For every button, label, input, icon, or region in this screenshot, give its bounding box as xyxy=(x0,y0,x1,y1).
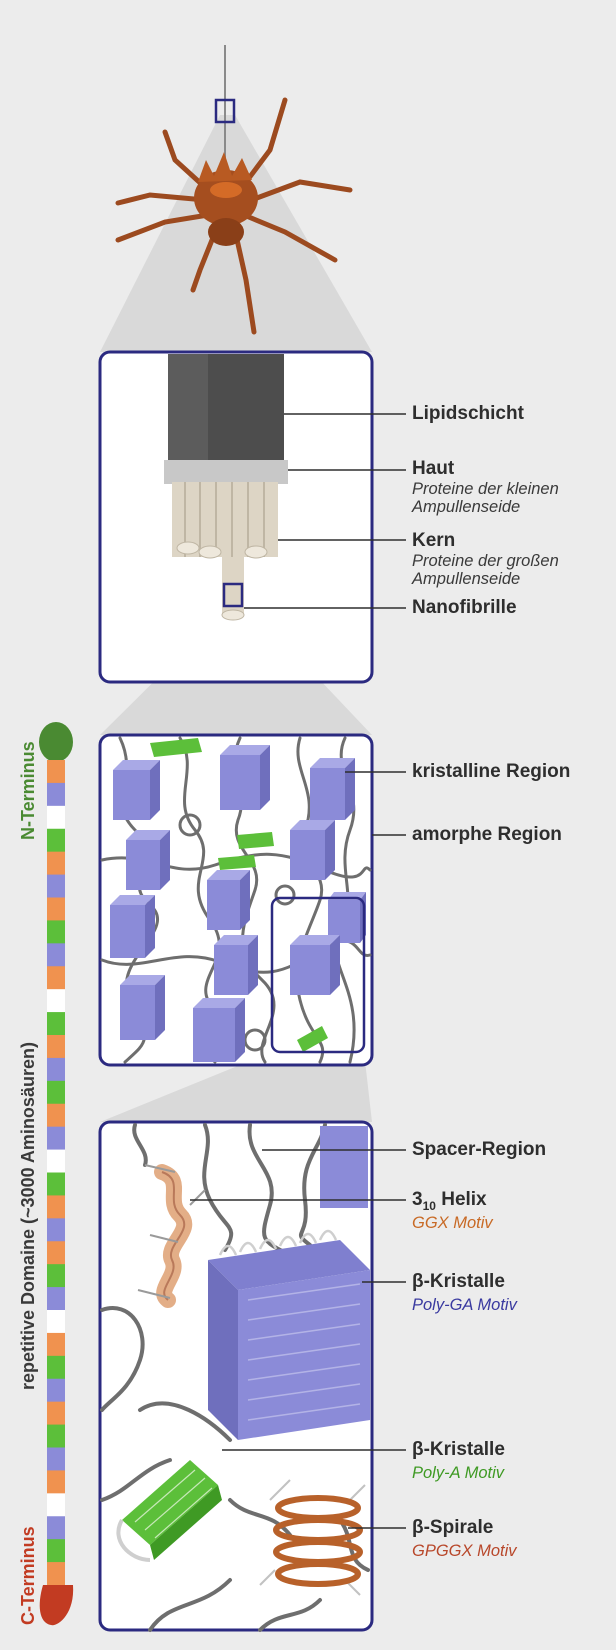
domain-segment xyxy=(47,920,65,944)
domain-segment xyxy=(47,1103,65,1128)
spider-icon xyxy=(115,97,353,335)
label-crystalline: kristalline Region xyxy=(412,761,571,782)
crystal-block xyxy=(214,935,258,995)
label-beta2: β-Kristalle xyxy=(412,1439,505,1460)
label-lipid: Lipidschicht xyxy=(412,403,524,424)
n-terminus-cap xyxy=(39,722,73,762)
label-haut-sub2: Ampullenseide xyxy=(412,498,521,516)
label-beta2-motif: Poly-A Motiv xyxy=(412,1464,504,1482)
domain-segment xyxy=(47,874,65,898)
crystal-block xyxy=(113,760,160,820)
domain-bar xyxy=(39,722,74,1626)
crystal-block xyxy=(120,975,165,1040)
label-spiral: β-Spirale xyxy=(412,1517,494,1538)
domain-segment xyxy=(47,805,65,830)
domain-segment xyxy=(47,943,65,967)
beta-crystal-poly-a xyxy=(116,1460,222,1562)
label-beta1: β-Kristalle xyxy=(412,1271,505,1292)
domain-segment xyxy=(47,1447,65,1471)
domain-segment xyxy=(47,1424,65,1448)
label-kern-sub2: Ampullenseide xyxy=(412,570,521,588)
domain-segment xyxy=(47,1035,65,1059)
spacer-region-block xyxy=(320,1126,368,1208)
domain-segment xyxy=(47,1149,65,1173)
domain-segment xyxy=(47,1057,65,1082)
crystal-block xyxy=(310,758,355,820)
domain-segment xyxy=(47,989,65,1013)
crystal-block xyxy=(290,935,340,995)
domain-segment xyxy=(47,760,65,784)
domain-segment xyxy=(47,966,65,990)
domain-segment xyxy=(47,897,65,921)
fibril-zoom-box xyxy=(270,896,366,1054)
domain-segment xyxy=(47,1401,65,1426)
label-repetitive: repetitive Domaine (~3000 Aminosäuren) xyxy=(18,1042,38,1390)
domain-segment xyxy=(47,1080,65,1105)
domain-segment xyxy=(47,782,65,807)
domain-segment xyxy=(47,1126,65,1151)
domain-segment xyxy=(47,1516,65,1540)
label-helix-sub: 10 xyxy=(422,1198,436,1213)
domain-segment xyxy=(47,1287,65,1311)
label-kern-sub1: Proteine der großen xyxy=(412,552,559,570)
crystal-block xyxy=(220,745,270,810)
domain-segment xyxy=(47,1172,65,1196)
crystal-block xyxy=(207,870,250,930)
domain-segment xyxy=(47,1539,65,1563)
domain-segment xyxy=(47,1470,65,1494)
domain-segment xyxy=(47,1355,65,1380)
label-helix-motif: GGX Motiv xyxy=(412,1214,493,1232)
thread-zoom-box xyxy=(214,98,236,124)
domain-segment xyxy=(47,828,65,853)
beta-spiral xyxy=(259,1479,366,1596)
domain-segment xyxy=(47,1012,65,1036)
leader-lines xyxy=(190,413,406,1529)
label-n-terminus: N-Terminus xyxy=(18,741,38,840)
silk-fiber-icon xyxy=(164,354,288,621)
domain-segment xyxy=(47,1195,65,1219)
crystal-block xyxy=(193,998,245,1062)
domain-segment xyxy=(47,1241,65,1265)
label-kern: Kern xyxy=(412,530,456,551)
helix-310 xyxy=(137,1164,206,1308)
label-c-terminus: C-Terminus xyxy=(18,1526,38,1625)
spider-body xyxy=(194,152,258,246)
domain-segment xyxy=(47,1218,65,1242)
label-nanofibrille: Nanofibrille xyxy=(412,597,517,618)
domain-segment xyxy=(47,1332,65,1357)
label-haut-sub1: Proteine der kleinen xyxy=(412,480,559,498)
domain-segment xyxy=(47,1562,65,1586)
label-haut: Haut xyxy=(412,458,455,479)
green-crystals xyxy=(150,738,328,1052)
domain-segment xyxy=(47,1493,65,1517)
label-helix: 310 Helix xyxy=(412,1189,487,1213)
crystal-block xyxy=(110,895,155,958)
label-spiral-motif: GPGGX Motiv xyxy=(412,1542,517,1560)
domain-segment xyxy=(47,1378,65,1403)
label-spacer: Spacer-Region xyxy=(412,1139,547,1160)
domain-segment xyxy=(47,1310,65,1334)
crystal-block xyxy=(126,830,170,890)
c-terminus-cap xyxy=(39,1585,74,1626)
beta-crystal-poly-ga xyxy=(208,1229,370,1440)
label-beta1-motif: Poly-GA Motiv xyxy=(412,1296,517,1314)
domain-segment xyxy=(47,1264,65,1288)
zoom-cone-fibril xyxy=(100,1052,372,1122)
domain-segment xyxy=(47,851,65,876)
label-amorphous: amorphe Region xyxy=(412,824,562,845)
crystal-block xyxy=(290,820,335,880)
